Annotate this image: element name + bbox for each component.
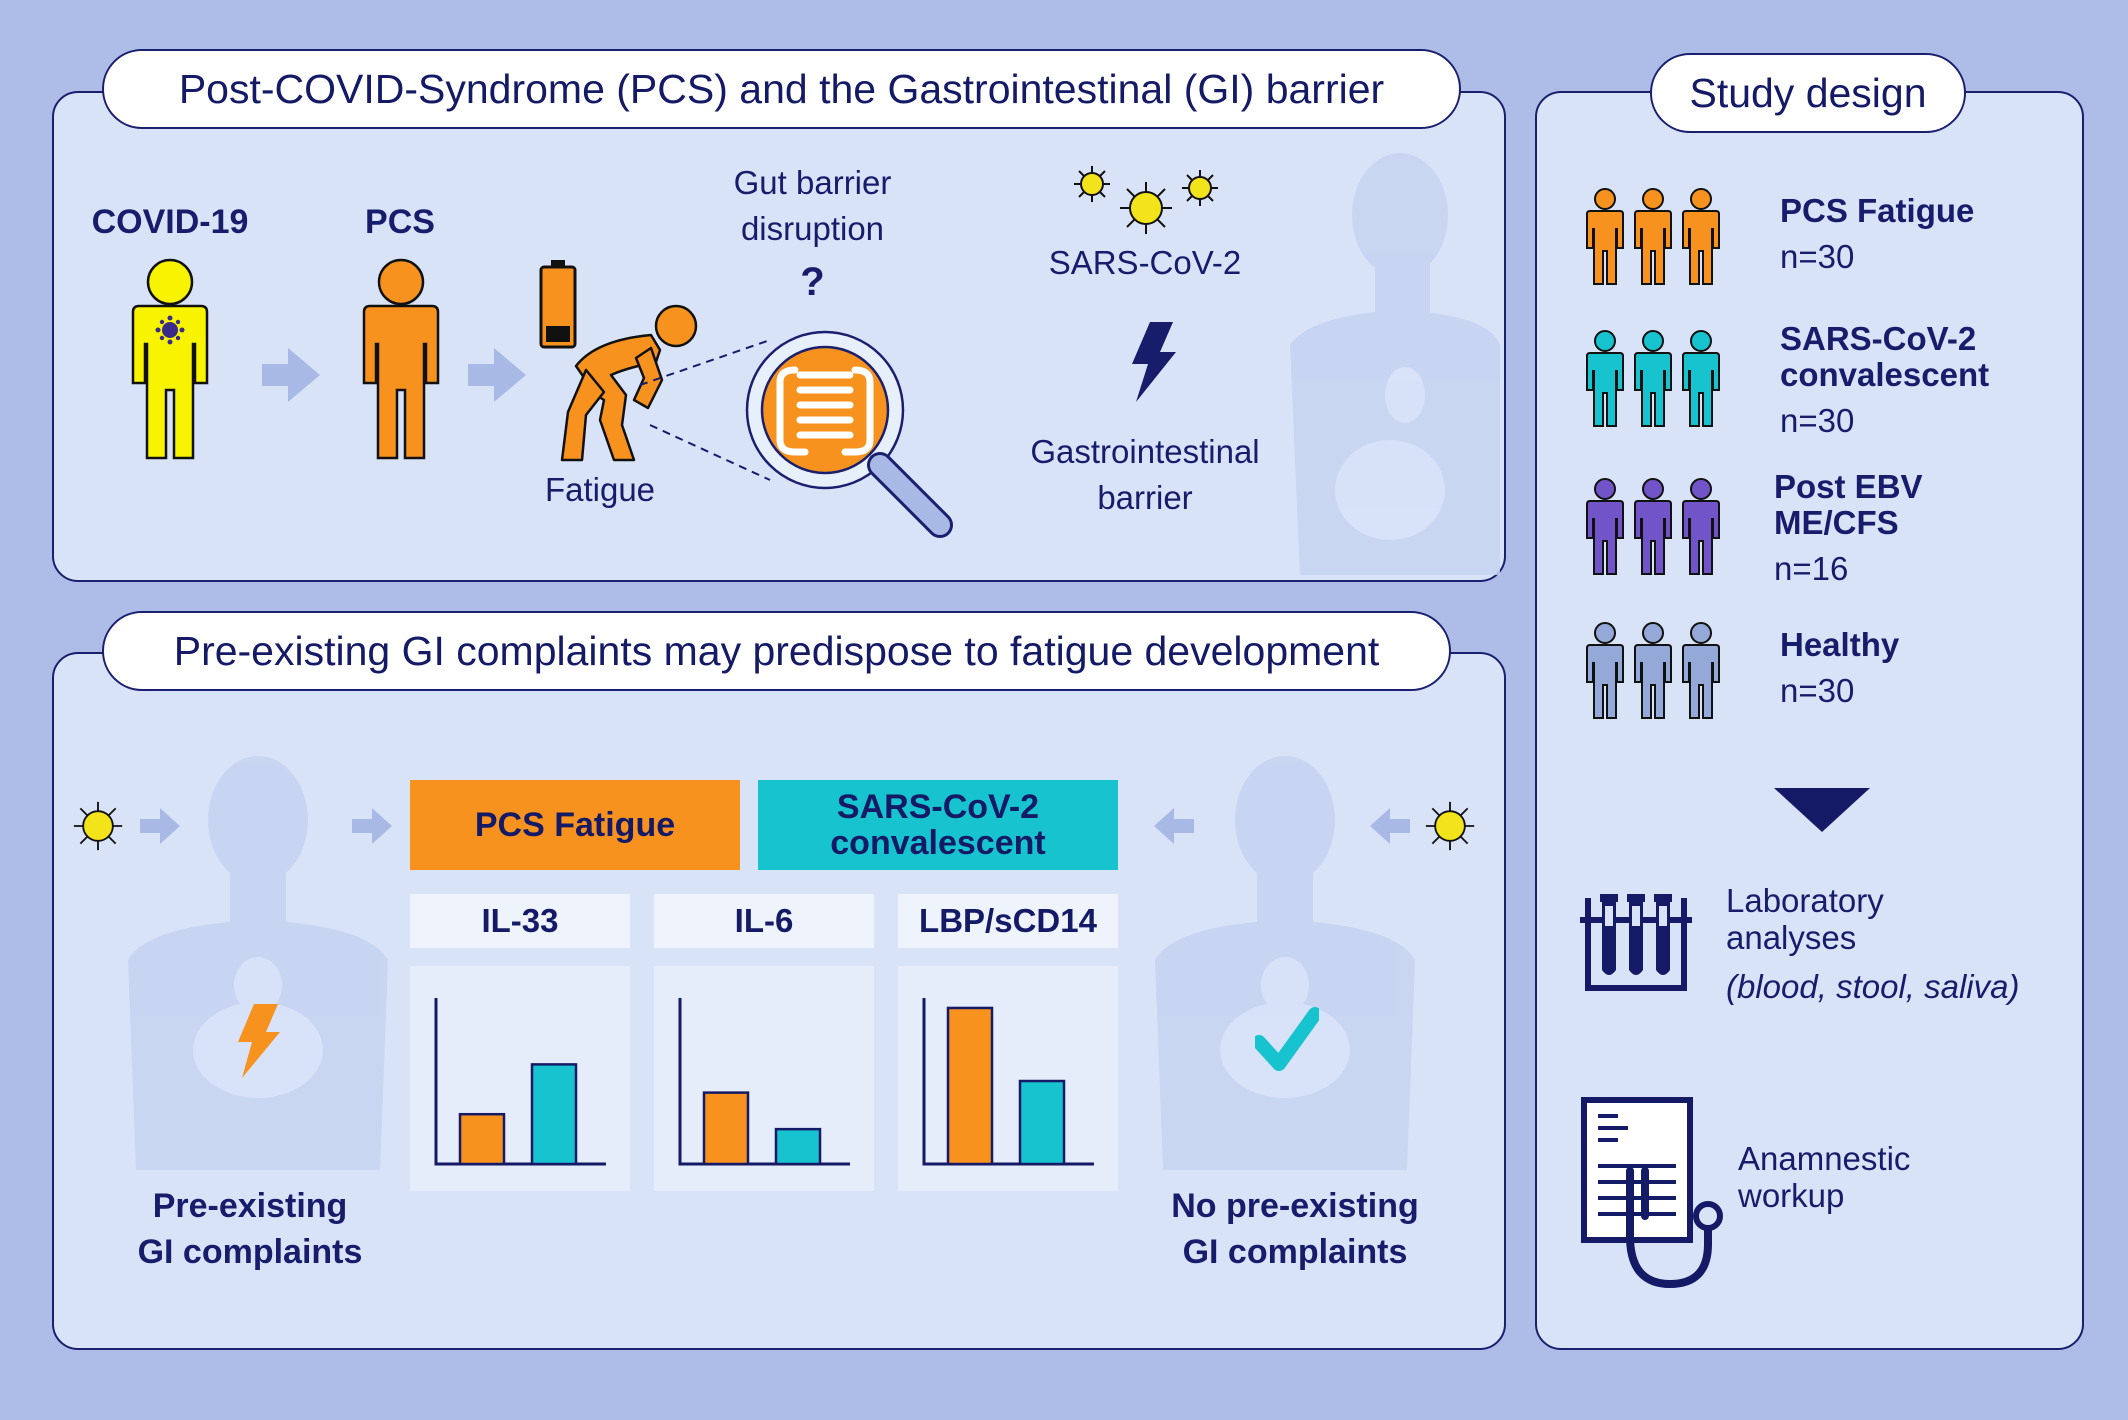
chart-lbp-scd14 (898, 966, 1118, 1191)
sars-label: SARS-CoV-2 (1048, 244, 1242, 281)
fatigued-person-icon (560, 304, 698, 462)
bar-pcs-fatigue (458, 1112, 506, 1166)
anamnestic-line2: workup (1738, 1177, 1845, 1214)
virus-icon (1425, 801, 1475, 851)
chart-il33 (410, 966, 630, 1191)
virus-icon (73, 801, 123, 851)
lab-analyses-line2: analyses (1726, 919, 1857, 956)
no-pre-existing-label-line2: GI complaints (1182, 1233, 1408, 1271)
study-design-title: Study design (1650, 53, 1966, 133)
study-group-count: n=16 (1774, 550, 1849, 587)
virus-icon (1182, 170, 1218, 206)
bar-pcs-fatigue (702, 1091, 750, 1166)
sars-convalescent-header: SARS-CoV-2 convalescent (758, 780, 1118, 870)
lightning-icon (1132, 322, 1176, 402)
question-mark: ? (800, 260, 825, 304)
virus-icon (1120, 182, 1172, 234)
gut-barrier-label-line1: Gut barrier (733, 164, 892, 201)
study-group-name-line1: Healthy (1780, 626, 1900, 663)
arrow-right-icon (140, 808, 180, 844)
bar-pcs-fatigue (946, 1006, 994, 1166)
magnifier-intestine-icon (745, 330, 953, 538)
bottom-panel-title: Pre-existing GI complaints may predispos… (102, 611, 1451, 691)
study-group-count: n=30 (1780, 402, 1855, 439)
pre-existing-label-line1: Pre-existing (152, 1187, 348, 1225)
chart-title-il33: IL-33 (410, 894, 630, 948)
arrow-left-icon (1370, 808, 1410, 844)
human-silhouette-icon (1290, 153, 1500, 575)
fatigue-label: Fatigue (544, 471, 656, 508)
clipboard-stethoscope-icon (1581, 1097, 1723, 1289)
anamnestic-line1: Anamnestic (1738, 1140, 1911, 1177)
study-group-count: n=30 (1780, 672, 1855, 709)
lab-analyses-line3: (blood, stool, saliva) (1726, 968, 2020, 1005)
arrow-right-icon (262, 348, 320, 402)
lab-analyses-line1: Laboratory (1726, 882, 1884, 919)
chart-title-il6: IL-6 (654, 894, 874, 948)
top-panel-title: Post-COVID-Syndrome (PCS) and the Gastro… (102, 49, 1461, 129)
gut-barrier-label-line2: disruption (740, 210, 885, 247)
chart-title-lbp-scd14: LBP/sCD14 (898, 894, 1118, 948)
no-pre-existing-label-line1: No pre-existing (1171, 1187, 1419, 1225)
low-battery-icon (539, 260, 577, 349)
sars-header-line2: convalescent (830, 824, 1046, 862)
study-group-name-line1: SARS-CoV-2 (1780, 320, 1977, 357)
test-tubes-icon (1580, 894, 1692, 991)
pcs-gi-barrier-panel (52, 91, 1506, 582)
study-group-name-line2: ME/CFS (1774, 504, 1899, 541)
bar-sars-convalescent (530, 1063, 578, 1166)
bar-sars-convalescent (774, 1127, 822, 1166)
people-group-icon (1586, 188, 1720, 285)
people-group-icon (1586, 330, 1720, 427)
gi-barrier-label-line2: barrier (1097, 479, 1193, 516)
pcs-fatigue-header-label: PCS Fatigue (474, 806, 676, 844)
dashed-zoom-lines (639, 339, 771, 481)
pcs-fatigue-header: PCS Fatigue (410, 780, 740, 870)
study-group-name-line2: convalescent (1780, 356, 1990, 393)
arrow-right-icon (468, 348, 526, 402)
covid-label: COVID-19 (91, 203, 249, 241)
virus-icon (1074, 166, 1110, 202)
down-triangle-icon (1774, 788, 1870, 832)
study-group-name-line1: Post EBV (1774, 468, 1923, 505)
pcs-person-icon (362, 258, 440, 460)
arrow-left-icon (1154, 808, 1194, 844)
gi-barrier-label-line1: Gastrointestinal (1030, 433, 1260, 470)
bar-sars-convalescent (1018, 1079, 1066, 1166)
checkmark-icon (1255, 1007, 1319, 1071)
chart-il6 (654, 966, 874, 1191)
pre-existing-label-line2: GI complaints (137, 1233, 363, 1271)
arrow-right-icon (352, 808, 392, 844)
lightning-icon (238, 1004, 280, 1078)
people-group-icon (1586, 622, 1720, 719)
study-group-name-line1: PCS Fatigue (1780, 192, 1975, 229)
sars-header-line1: SARS-CoV-2 (836, 788, 1040, 826)
people-group-icon (1586, 478, 1720, 575)
study-group-count: n=30 (1780, 238, 1855, 275)
covid-person-icon (131, 258, 209, 460)
human-silhouette-icon (1155, 756, 1415, 1170)
pcs-label: PCS (365, 203, 435, 241)
